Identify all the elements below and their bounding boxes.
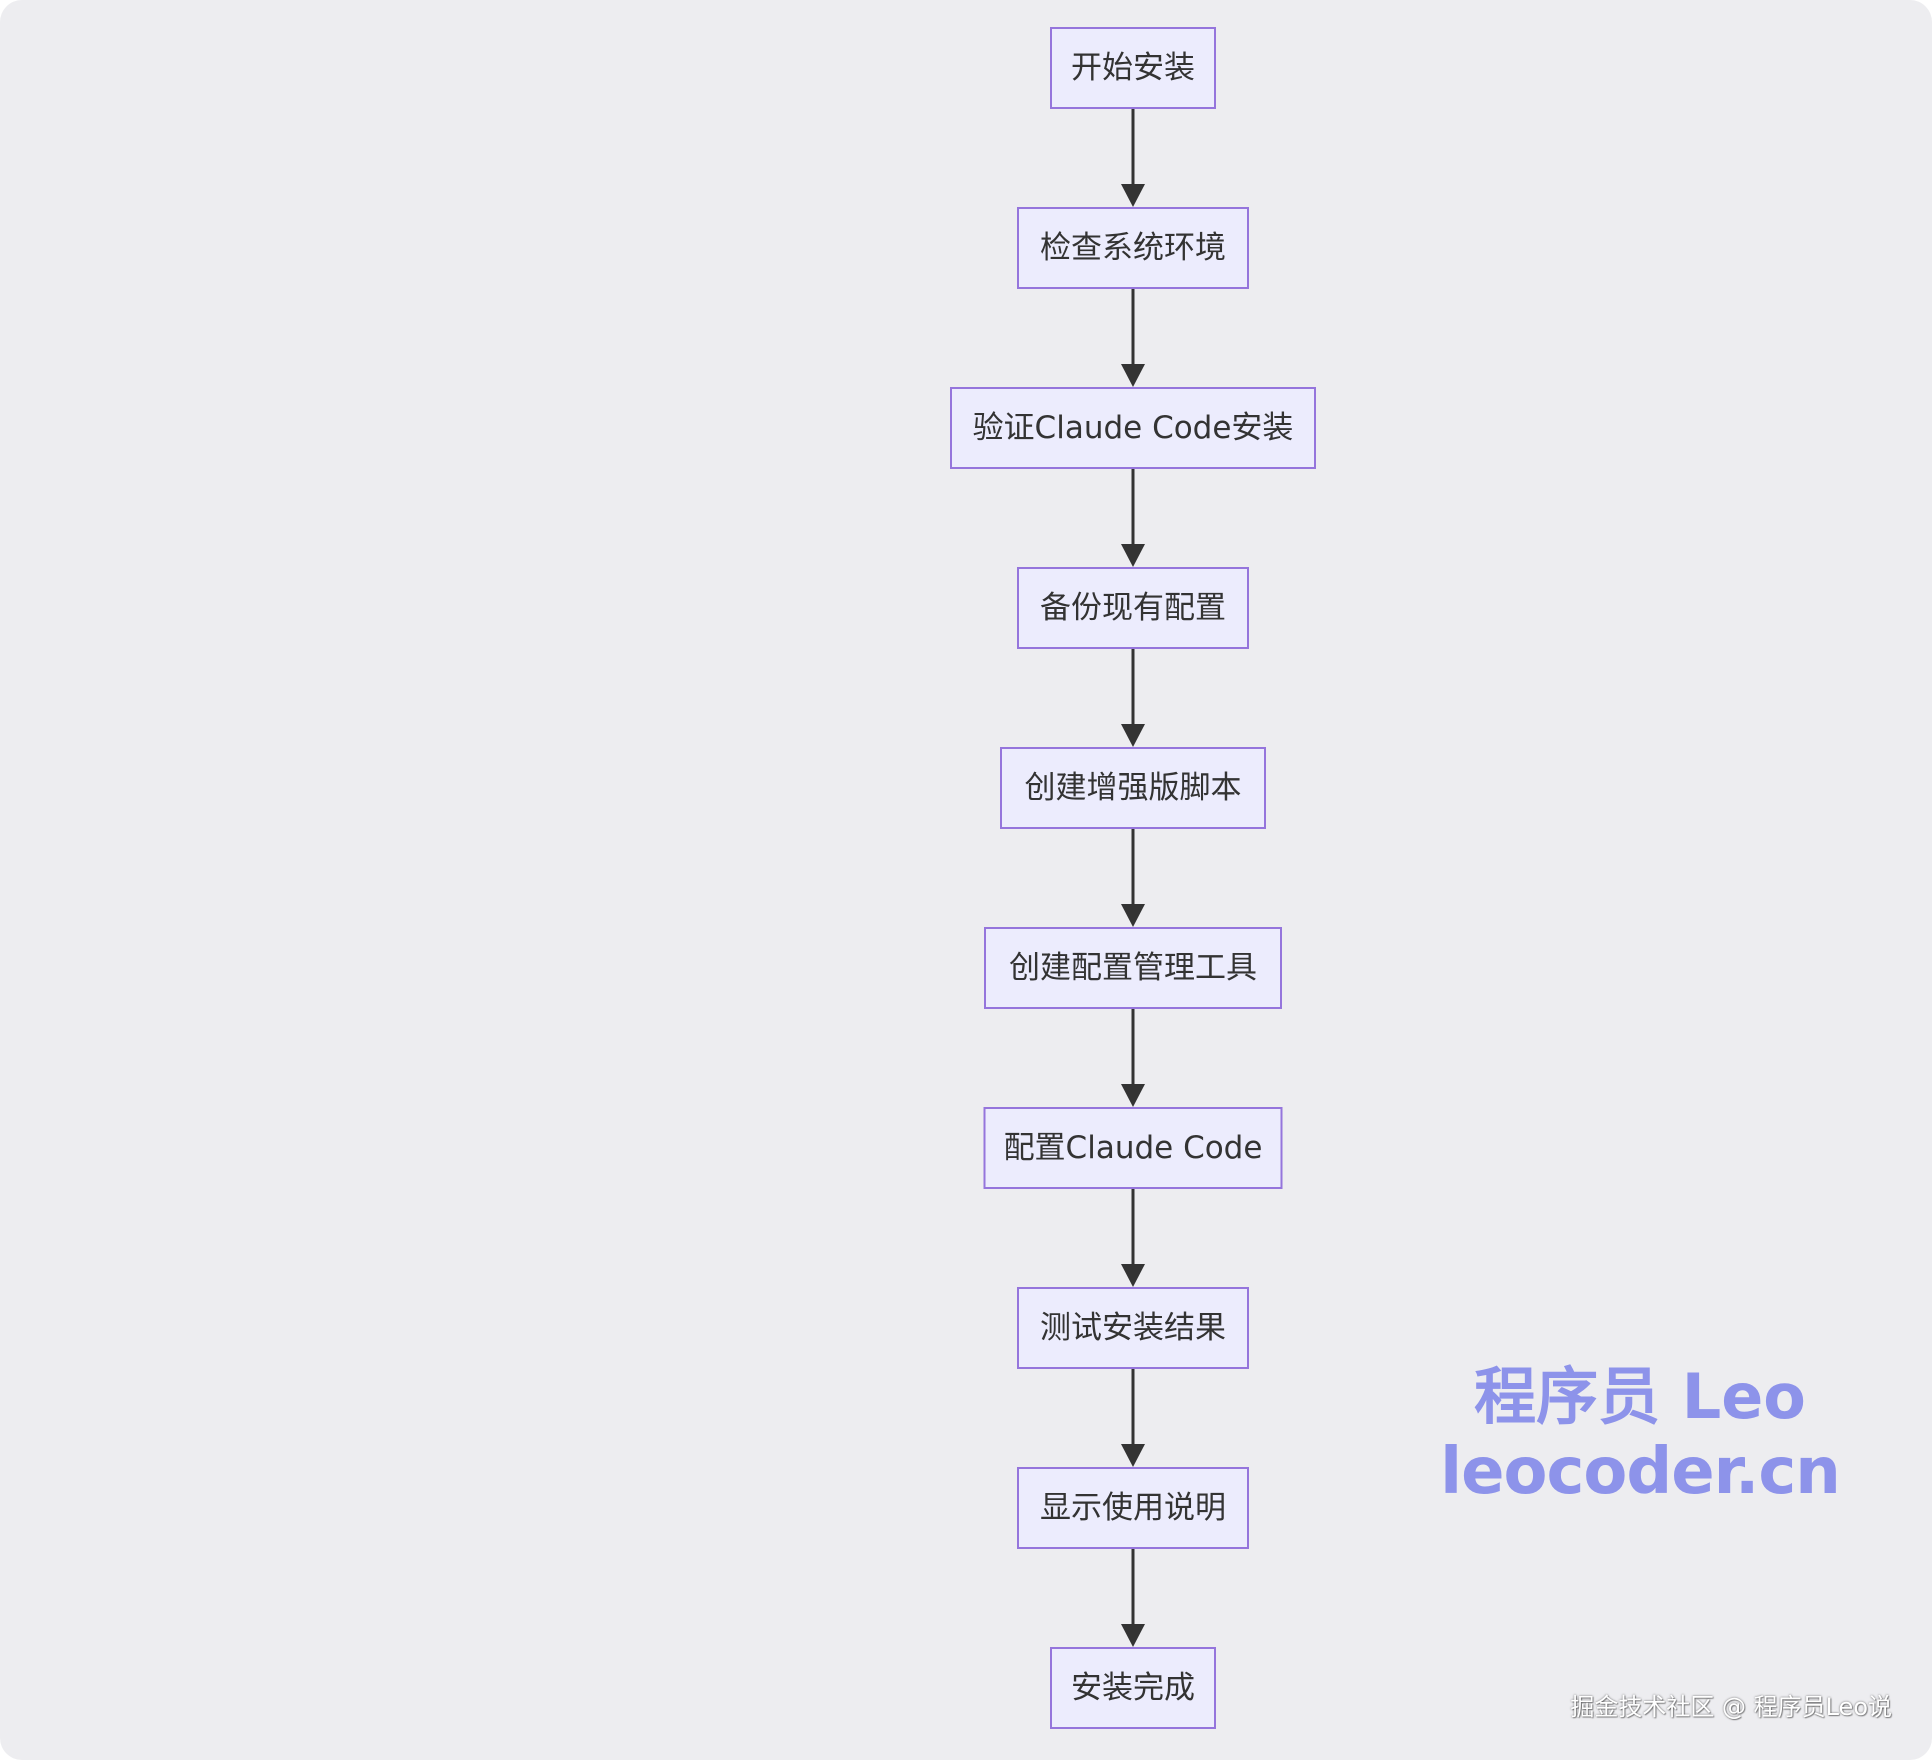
arrow-configure-to-test-result bbox=[1121, 1188, 1145, 1287]
flow-node-done: 安装完成 bbox=[1050, 1647, 1216, 1729]
arrow-head bbox=[1121, 184, 1145, 207]
node-box bbox=[1017, 1467, 1249, 1549]
node-label: 配置Claude Code bbox=[1004, 1130, 1263, 1166]
arrow-head bbox=[1121, 1444, 1145, 1467]
node-box bbox=[1017, 1287, 1249, 1369]
arrow-head bbox=[1121, 724, 1145, 747]
watermark: 程序员 Leo leocoder.cn bbox=[1440, 1360, 1841, 1511]
arrow-head bbox=[1121, 1264, 1145, 1287]
watermark-title: 程序员 Leo bbox=[1474, 1360, 1806, 1433]
flow-node-create-script: 创建增强版脚本 bbox=[1000, 747, 1266, 829]
arrow-backup-config-to-create-script bbox=[1121, 648, 1145, 747]
arrow-head bbox=[1121, 544, 1145, 567]
node-label: 创建配置管理工具 bbox=[1009, 950, 1257, 986]
flow-node-configure: 配置Claude Code bbox=[983, 1107, 1283, 1189]
node-label: 开始安装 bbox=[1071, 50, 1195, 86]
node-label: 备份现有配置 bbox=[1040, 590, 1226, 626]
arrow-create-tool-to-configure bbox=[1121, 1008, 1145, 1107]
node-label: 验证Claude Code安装 bbox=[973, 410, 1294, 446]
source-credit: 掘金技术社区 @ 程序员Leo说 bbox=[1570, 1693, 1892, 1721]
node-label: 检查系统环境 bbox=[1040, 230, 1226, 266]
flow-node-check-env: 检查系统环境 bbox=[1017, 207, 1249, 289]
node-box bbox=[983, 1107, 1283, 1189]
flow-node-start: 开始安装 bbox=[1050, 27, 1216, 109]
node-label: 安装完成 bbox=[1071, 1670, 1195, 1706]
arrow-head bbox=[1121, 364, 1145, 387]
node-box bbox=[1050, 1647, 1216, 1729]
flow-node-show-instructions: 显示使用说明 bbox=[1017, 1467, 1249, 1549]
flow-node-test-result: 测试安装结果 bbox=[1017, 1287, 1249, 1369]
arrow-test-result-to-show-instructions bbox=[1121, 1368, 1145, 1467]
node-label: 显示使用说明 bbox=[1040, 1490, 1226, 1526]
flow-node-backup-config: 备份现有配置 bbox=[1017, 567, 1249, 649]
arrow-create-script-to-create-tool bbox=[1121, 828, 1145, 927]
node-box bbox=[1050, 27, 1216, 109]
node-box bbox=[1000, 747, 1266, 829]
node-box bbox=[950, 387, 1316, 469]
watermark-url: leocoder.cn bbox=[1440, 1435, 1841, 1510]
node-box bbox=[1017, 207, 1249, 289]
node-box bbox=[984, 927, 1282, 1009]
arrow-check-env-to-verify-install bbox=[1121, 288, 1145, 387]
arrow-show-instructions-to-done bbox=[1121, 1548, 1145, 1647]
flow-node-create-tool: 创建配置管理工具 bbox=[984, 927, 1282, 1009]
arrow-head bbox=[1121, 904, 1145, 927]
node-label: 创建增强版脚本 bbox=[1025, 770, 1242, 806]
node-label: 测试安装结果 bbox=[1040, 1310, 1226, 1346]
arrow-head bbox=[1121, 1084, 1145, 1107]
node-box bbox=[1017, 567, 1249, 649]
arrow-start-to-check-env bbox=[1121, 108, 1145, 207]
arrow-verify-install-to-backup-config bbox=[1121, 468, 1145, 567]
arrow-head bbox=[1121, 1624, 1145, 1647]
flow-node-verify-install: 验证Claude Code安装 bbox=[950, 387, 1316, 469]
